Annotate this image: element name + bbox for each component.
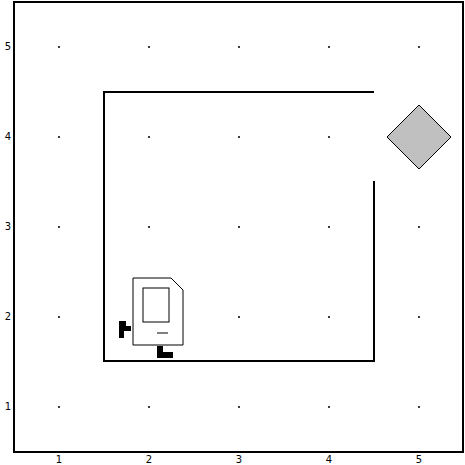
column-number: 5 [416, 454, 422, 465]
row-number: 4 [5, 131, 11, 143]
row-number: 3 [5, 221, 11, 233]
row-number: 1 [5, 401, 11, 413]
column-number: 3 [236, 454, 242, 465]
beeper [387, 105, 451, 169]
column-number: 2 [146, 454, 152, 465]
row-number: 5 [5, 41, 11, 53]
grid-dots [58, 46, 420, 408]
wall [104, 92, 374, 361]
karel-robot [119, 278, 183, 358]
world-border [14, 2, 463, 452]
row-number: 2 [5, 311, 11, 323]
column-number: 4 [326, 454, 332, 465]
column-number: 1 [56, 454, 62, 465]
